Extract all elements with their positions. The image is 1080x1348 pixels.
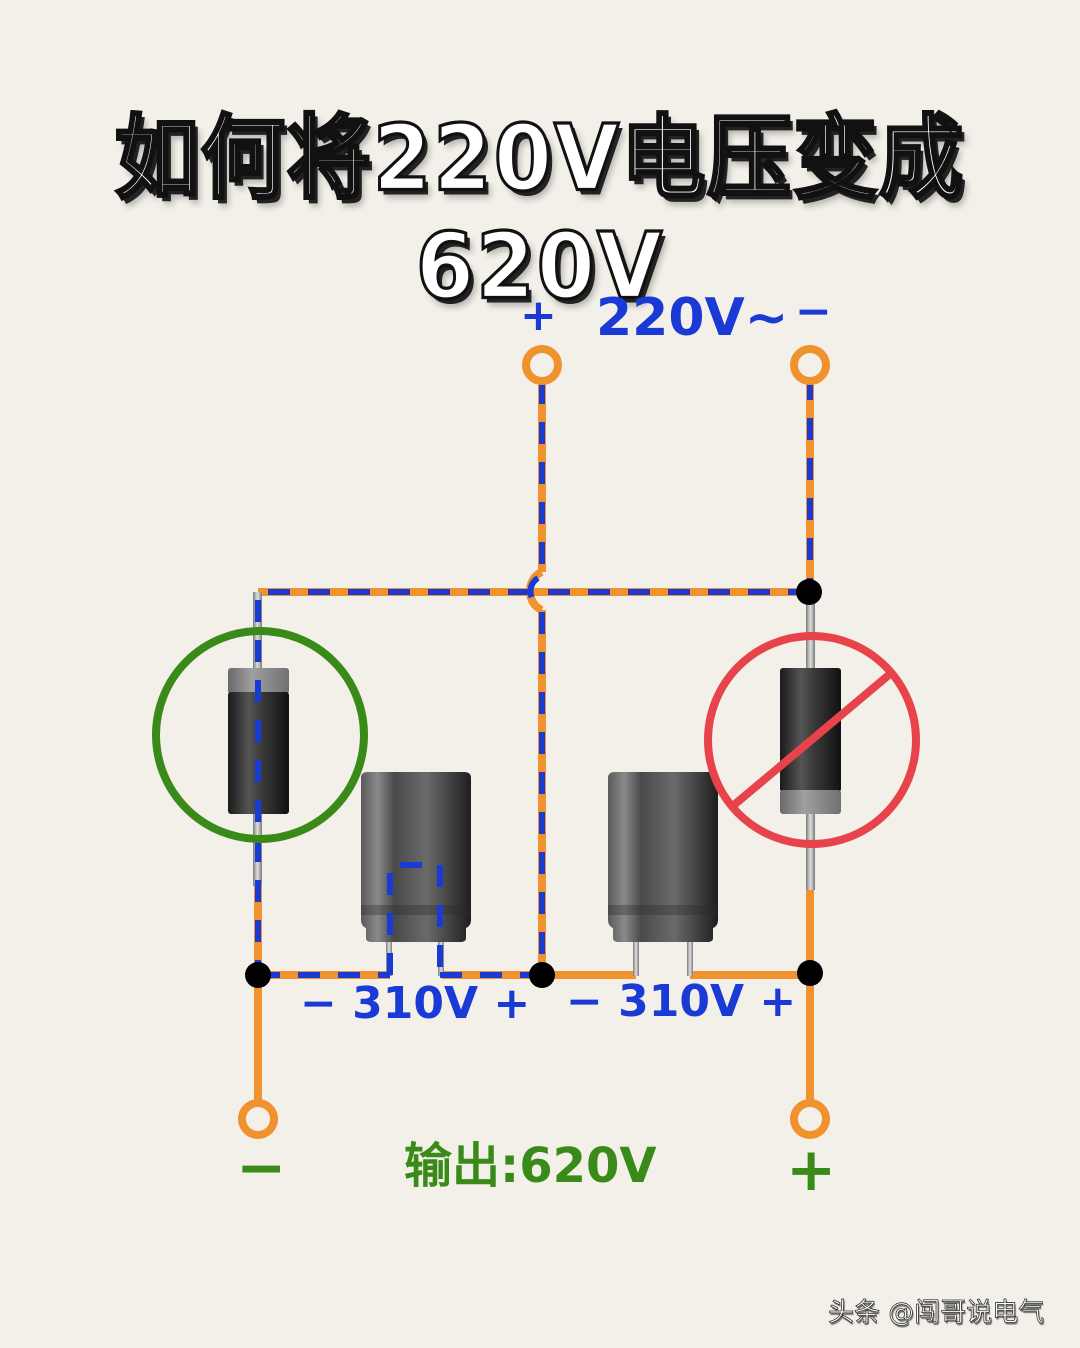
output-terminal-plus (790, 1099, 830, 1139)
diode-d2-blocked-marker (704, 632, 920, 848)
output-terminal-minus (238, 1099, 278, 1139)
capacitor-c1 (361, 772, 471, 942)
watermark: 头条 @闯哥说电气 (828, 1298, 1045, 1329)
current-path (255, 378, 813, 978)
input-plus-label: + (520, 290, 557, 341)
diode-d1-ok-marker (152, 627, 368, 843)
input-terminals (522, 345, 830, 385)
junction-top-right (796, 579, 822, 605)
diode-d2 (780, 668, 841, 814)
junction-bottom-middle (529, 962, 555, 988)
junction-bottom-left (245, 962, 271, 988)
junction-bottom-right (797, 960, 823, 986)
output-voltage-label: 输出:620V (404, 1138, 657, 1194)
input-minus-label: − (795, 286, 832, 337)
input-voltage-label: 220V~ (596, 288, 789, 348)
input-terminal-plus (522, 345, 562, 385)
capacitor-c1-label: − 310V + (300, 978, 531, 1029)
input-terminal-minus (790, 345, 830, 385)
junctions (245, 579, 823, 988)
output-minus-label: − (236, 1133, 287, 1203)
output-terminals (238, 1099, 830, 1139)
capacitor-c2-label: − 310V + (566, 976, 797, 1027)
capacitor-c2 (608, 772, 718, 942)
page-title: 如何将220V电压变成620V (113, 103, 966, 320)
output-plus-label: + (786, 1135, 837, 1205)
component-leads (253, 592, 815, 976)
